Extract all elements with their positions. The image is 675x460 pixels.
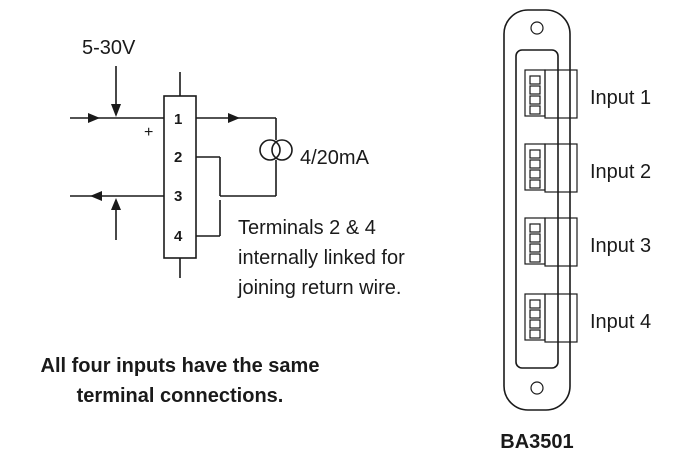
input-4-connector: [524, 293, 578, 343]
input-4-label: Input 4: [590, 311, 651, 333]
terminal-block: [163, 95, 197, 259]
input-3-label: Input 3: [590, 235, 651, 257]
module-outer-frame: [503, 9, 571, 411]
terminal-3-label: 3: [174, 188, 182, 205]
current-source-circle-right: [271, 139, 293, 161]
wire-out-arrow-head: [90, 191, 102, 201]
note-line-2: internally linked for: [238, 247, 405, 269]
terminal-1-label: 1: [174, 111, 182, 128]
terminal-2-label: 2: [174, 149, 182, 166]
mounting-hole-bottom: [530, 381, 544, 395]
module-inner-panel: [515, 49, 559, 369]
supply-voltage-label: 5-30V: [82, 37, 136, 59]
input-1-label: Input 1: [590, 87, 651, 109]
plus-sign: +: [144, 124, 153, 141]
return-arrow-head: [111, 198, 121, 210]
footer-line-1: All four inputs have the same: [41, 355, 320, 377]
loop-arrow-head: [228, 113, 240, 123]
footer-line-2: terminal connections.: [77, 385, 284, 407]
note-line-1: Terminals 2 & 4: [238, 217, 376, 239]
current-label: 4/20mA: [300, 147, 370, 169]
wire-in-arrow-head: [88, 113, 100, 123]
terminal-4-label: 4: [174, 228, 183, 245]
model-label: BA3501: [500, 431, 573, 453]
input-1-connector: [524, 69, 578, 119]
input-2-connector: [524, 143, 578, 193]
input-3-connector: [524, 217, 578, 267]
note-line-3: joining return wire.: [237, 277, 401, 299]
input-2-label: Input 2: [590, 161, 651, 183]
mounting-hole-top: [530, 21, 544, 35]
current-source-circle-left: [259, 139, 281, 161]
supply-arrow-head: [111, 104, 121, 117]
